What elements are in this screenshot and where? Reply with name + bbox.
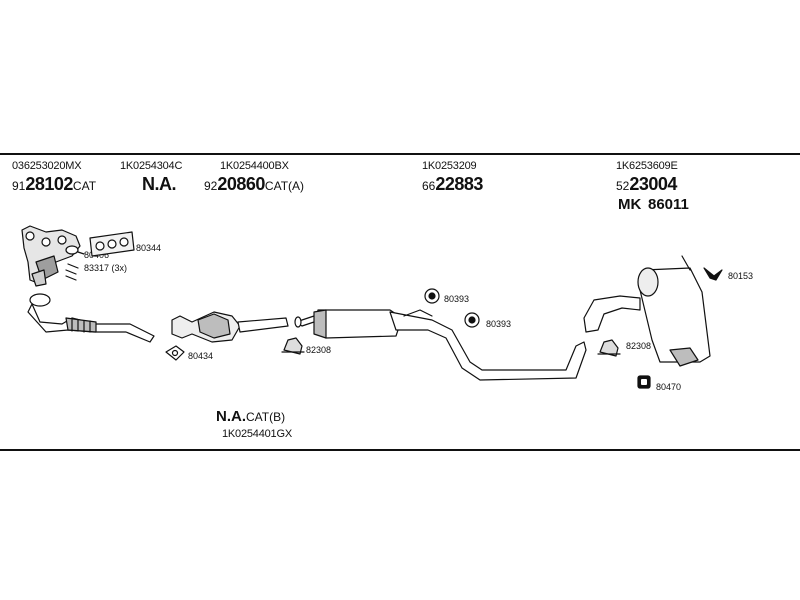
part-prefix-4: 66 (422, 179, 436, 193)
centre-silencer (294, 309, 587, 381)
oem-number-3: 1K0254400BX (220, 160, 289, 172)
clamp-82308-a (281, 337, 305, 355)
part-prefix-3: 92 (204, 179, 218, 193)
front-pipe (27, 293, 155, 343)
callout-80434: 80434 (188, 351, 214, 361)
studs (65, 263, 79, 281)
bottom-oem-number: 1K0254401GX (222, 428, 292, 440)
mk-number: 86011 (648, 196, 689, 213)
callout-82308-b: 82308 (626, 341, 652, 351)
catalytic-converter (171, 311, 289, 343)
part-number-1: 9128102CAT (12, 174, 96, 195)
callout-80393-a: 80393 (444, 294, 470, 304)
oem-number-1: 036253020MX (12, 160, 82, 172)
bottom-part-number: N.A.CAT(B) (216, 408, 285, 425)
seal-ring (65, 245, 85, 255)
mount-80470 (637, 375, 651, 389)
flange-gasket-80434 (165, 345, 185, 361)
hanger-80393-b (464, 312, 480, 328)
rear-silencer (583, 255, 711, 367)
part-main-3: 20860 (217, 174, 265, 194)
manifold-gasket (89, 231, 135, 257)
part-main-2: N.A. (142, 174, 177, 194)
part-prefix-1: 91 (12, 179, 26, 193)
callout-82308-a: 82308 (306, 345, 332, 355)
mk-reference: MK 86011 (618, 196, 689, 213)
callout-83317: 83317 (3x) (84, 263, 128, 273)
part-suffix-1: CAT (72, 179, 97, 193)
bottom-part-main: N.A. (216, 408, 246, 425)
hanger-80153 (703, 267, 723, 281)
bottom-rule (0, 449, 800, 451)
part-number-4: 6622883 (422, 174, 483, 195)
part-prefix-5: 52 (616, 179, 630, 193)
oem-number-5: 1K6253609E (616, 160, 678, 172)
part-number-5: 5223004 (616, 174, 677, 195)
part-main-1: 28102 (25, 174, 73, 194)
exhaust-manifold (21, 225, 81, 287)
callout-80393-b: 80393 (486, 319, 512, 329)
oem-number-2: 1K0254304C (120, 160, 183, 172)
callout-80344: 80344 (136, 243, 162, 253)
hanger-80393-a (424, 288, 440, 304)
top-rule (0, 153, 800, 155)
callout-80153: 80153 (728, 271, 754, 281)
clamp-82308-b (597, 339, 621, 357)
part-number-2: N.A. (142, 174, 177, 195)
callout-80470: 80470 (656, 382, 682, 392)
bottom-part-suffix: CAT(B) (246, 410, 286, 424)
part-main-4: 22883 (435, 174, 483, 194)
part-number-3: 9220860CAT(A) (204, 174, 304, 195)
mk-label: MK (618, 196, 642, 213)
oem-number-4: 1K0253209 (422, 160, 477, 172)
part-main-5: 23004 (629, 174, 677, 194)
part-suffix-3: CAT(A) (264, 179, 305, 193)
